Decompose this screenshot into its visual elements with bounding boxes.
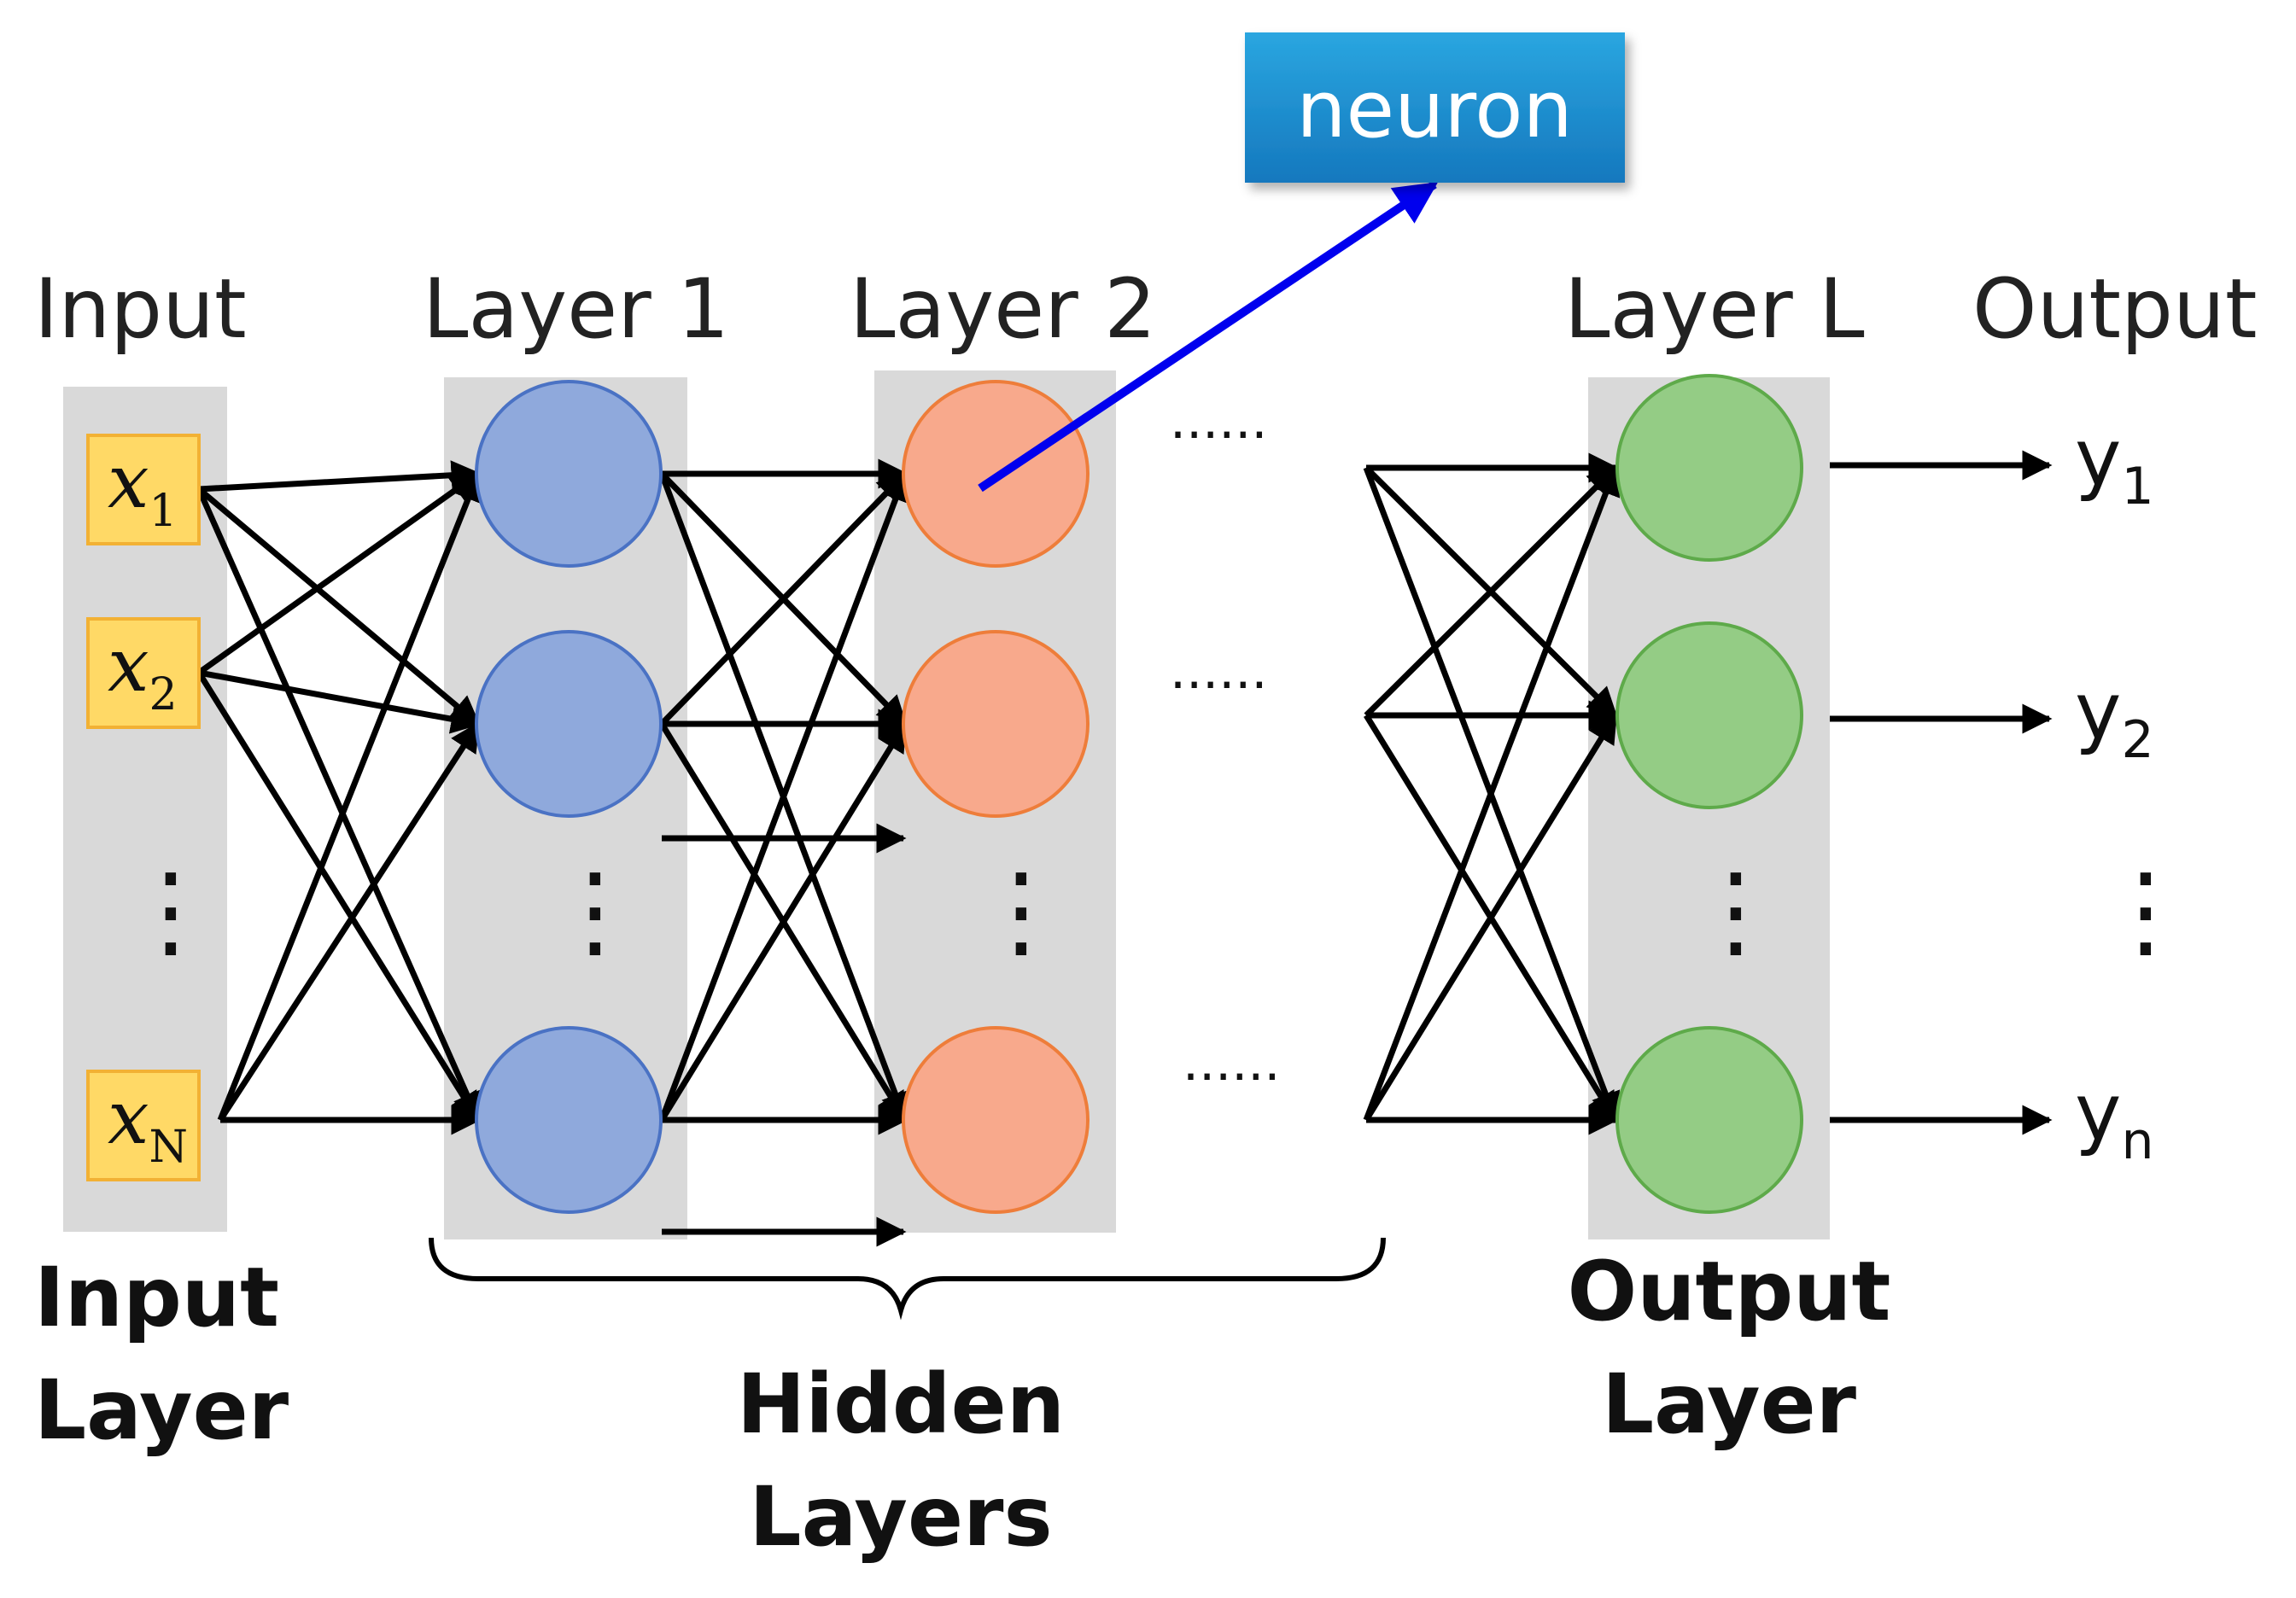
layerL-neuron-1: [1615, 374, 1803, 562]
layer1-to-layer2-edge-2-0: [658, 470, 910, 1122]
input-to-layer1-edge-1-2: [196, 671, 481, 1123]
header-output: Output: [1972, 261, 2257, 357]
layerL-neuron-n: [1615, 1026, 1803, 1214]
header-layer2: Layer 2: [850, 261, 1156, 357]
svg-text:x1: x1: [108, 440, 178, 537]
svg-text:xN: xN: [108, 1076, 188, 1173]
horizontal-ellipsis-3: ······: [1183, 1047, 1280, 1107]
layer2-neuron-n: [902, 1026, 1090, 1214]
layer1-to-layer2-edge-2-1: [659, 721, 908, 1122]
output-yn: yn: [2075, 1067, 2153, 1171]
header-input: Input: [34, 261, 247, 357]
horizontal-ellipsis-1: ······: [1170, 405, 1267, 465]
input-to-layer1-edge-0-1: [196, 487, 481, 726]
layer2-neuron-2: [902, 630, 1090, 818]
layer1-neuron-1: [475, 380, 663, 568]
vertical-ellipsis-input: ⋮: [120, 852, 222, 971]
hidden-to-layerL-edge-1-0: [1364, 465, 1618, 718]
input-to-layer1-edge-1-0: [196, 471, 481, 675]
input-to-layer1-edge-2-0: [217, 470, 482, 1122]
neuron-pointer-arrow: [978, 180, 1439, 493]
hidden-layers-brace: [429, 1237, 1386, 1321]
hidden-to-layerL-edge-2-0: [1363, 464, 1621, 1122]
input-to-layer1-edge-0-2: [196, 487, 482, 1123]
header-layer1: Layer 1: [423, 261, 729, 357]
layer1-to-layer2-edge-1-0: [659, 471, 908, 726]
input-node-x1: x1: [86, 434, 201, 545]
output-y1: y1: [2075, 412, 2154, 516]
input-to-layer1-edge-1-1: [198, 669, 482, 734]
input-to-layer1-edge-0-0: [198, 460, 482, 493]
header-layerL: Layer L: [1564, 261, 1865, 357]
output-y2: y2: [2075, 666, 2154, 770]
vertical-ellipsis-layer2: ⋮: [970, 852, 1072, 971]
vertical-ellipsis-layerL: ⋮: [1685, 852, 1787, 971]
svg-text:x2: x2: [108, 623, 178, 720]
connection-arrows: [196, 450, 2053, 1247]
layerL-neuron-2: [1615, 621, 1803, 809]
neuron-callout: [1245, 32, 1625, 183]
horizontal-ellipsis-2: ······: [1170, 656, 1267, 715]
input-node-xN: xN: [86, 1070, 201, 1181]
layer1-neuron-2: [475, 630, 663, 818]
neuron-callout-label: neuron: [1296, 64, 1573, 155]
vertical-ellipsis-layer1: ⋮: [544, 852, 646, 971]
input-node-x2: x2: [86, 617, 201, 729]
hidden-to-layerL-edge-2-1: [1364, 713, 1618, 1122]
input-to-layer1-edge-2-1: [218, 721, 481, 1122]
layer1-neuron-n: [475, 1026, 663, 1214]
vertical-ellipsis-output: ⋮: [2094, 852, 2197, 971]
